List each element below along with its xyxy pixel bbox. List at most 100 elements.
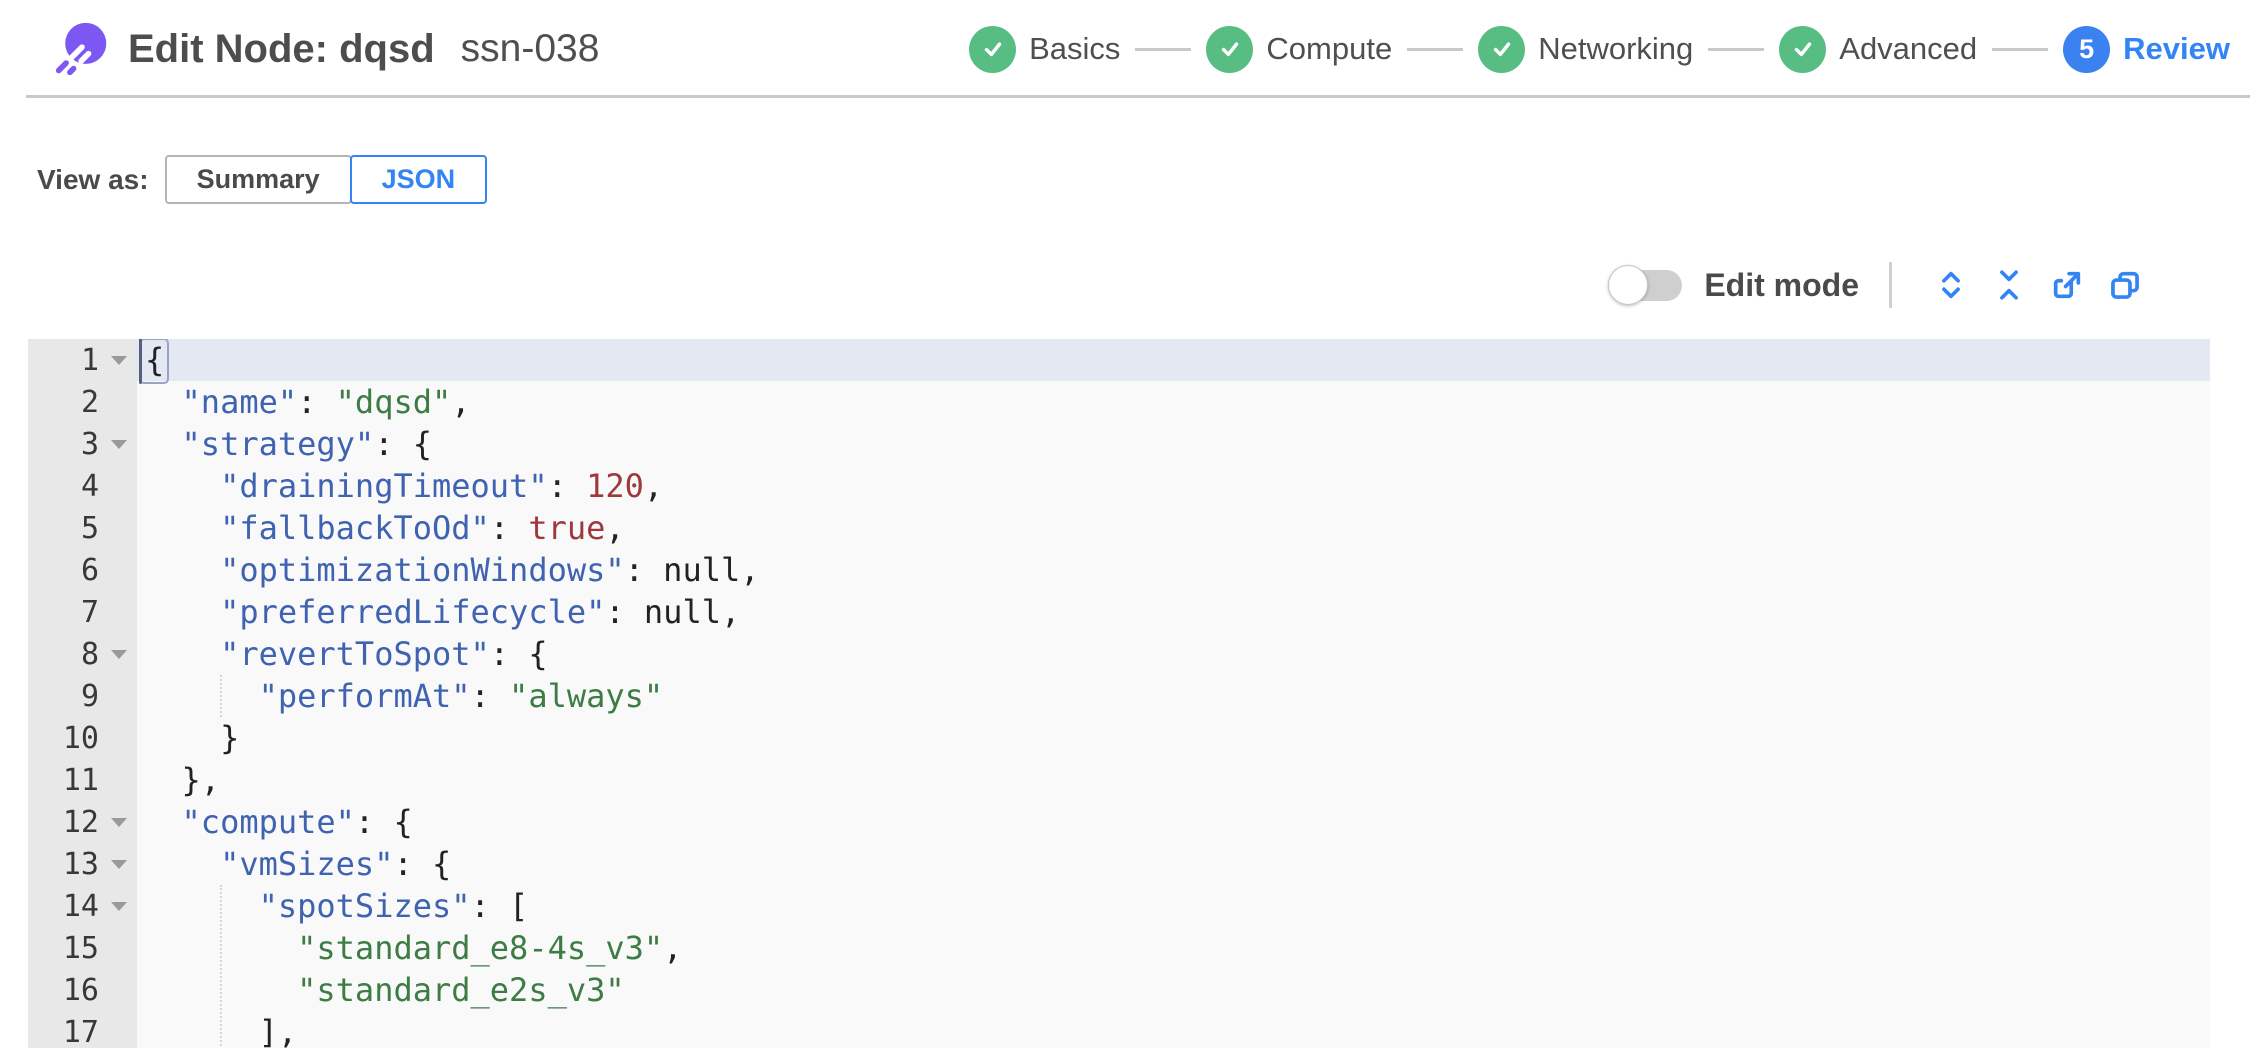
code-line[interactable]: } (137, 717, 2210, 759)
view-as-summary-button[interactable]: Summary (164, 155, 352, 204)
step-label: Compute (1266, 31, 1393, 66)
gutter-line-number: 1 (28, 339, 137, 381)
line-number: 11 (62, 762, 99, 798)
page-title: Edit Node: dqsd (128, 26, 435, 71)
edit-mode-label: Edit mode (1704, 266, 1859, 303)
copy-icon[interactable] (2103, 263, 2147, 307)
step-label: Review (2123, 31, 2230, 66)
code-token (143, 929, 297, 967)
fold-arrow-icon[interactable] (111, 440, 127, 449)
code-token: "drainingTimeout" (220, 467, 548, 505)
code-token (143, 803, 182, 841)
collapse-icon[interactable] (1987, 263, 2031, 307)
code-token: 120 (586, 467, 644, 505)
code-line[interactable]: "standard_e8-4s_v3", (137, 927, 2210, 969)
editor-code-area[interactable]: { "name": "dqsd", "strategy": { "drainin… (137, 339, 2210, 1048)
code-line[interactable]: "performAt": "always" (137, 675, 2210, 717)
code-token: : { (489, 635, 548, 673)
code-token: : (624, 551, 664, 589)
code-token: : { (393, 845, 452, 883)
fold-arrow-icon[interactable] (111, 650, 127, 659)
line-number: 16 (62, 972, 99, 1008)
code-line[interactable]: "preferredLifecycle": null, (137, 591, 2210, 633)
code-line[interactable]: "strategy": { (137, 423, 2210, 465)
code-token: : [ (470, 887, 529, 925)
code-line[interactable]: "fallbackToOd": true, (137, 507, 2210, 549)
code-line[interactable]: }, (137, 759, 2210, 801)
code-token: "dqsd" (335, 383, 452, 421)
export-icon[interactable] (2045, 263, 2089, 307)
wizard-header: Edit Node: dqsd ssn-038 Basics Compute Net… (0, 0, 2250, 98)
code-token: "performAt" (258, 677, 471, 715)
indent-guide (220, 885, 223, 1048)
edit-mode-toggle[interactable] (1608, 264, 1683, 305)
code-line[interactable]: "name": "dqsd", (137, 381, 2210, 423)
gutter-line-number: 3 (28, 423, 137, 465)
code-token: }, (143, 761, 221, 799)
code-line[interactable]: "drainingTimeout": 120, (137, 465, 2210, 507)
code-line[interactable]: ], (137, 1011, 2210, 1048)
code-token: ], (143, 1013, 298, 1048)
check-icon (1779, 25, 1827, 73)
step-basics[interactable]: Basics (969, 25, 1120, 73)
code-token (143, 509, 220, 547)
toolbar-divider (1889, 262, 1892, 308)
line-number: 15 (62, 930, 99, 966)
code-token (143, 467, 220, 505)
gutter-line-number: 4 (28, 465, 137, 507)
code-token: } (143, 719, 240, 757)
gutter-line-number: 9 (28, 675, 137, 717)
code-line[interactable]: "compute": { (137, 801, 2210, 843)
step-advanced[interactable]: Advanced (1779, 25, 1977, 73)
code-token: , (720, 593, 741, 631)
code-token: "strategy" (181, 425, 375, 463)
gutter-line-number: 16 (28, 969, 137, 1011)
fold-arrow-icon[interactable] (111, 860, 127, 869)
step-compute[interactable]: Compute (1206, 25, 1393, 73)
code-line[interactable]: { (137, 339, 2210, 384)
code-token: "fallbackToOd" (220, 509, 490, 547)
code-token: : { (374, 425, 432, 463)
code-token: : (470, 677, 510, 715)
code-line[interactable]: "spotSizes": [ (137, 885, 2210, 927)
spot-logo-icon (55, 22, 107, 76)
step-connector (1708, 47, 1765, 51)
code-token (143, 845, 220, 883)
code-token: "preferredLifecycle" (220, 593, 606, 631)
line-number: 8 (80, 636, 99, 672)
gutter-line-number: 13 (28, 843, 137, 885)
node-id: ssn-038 (460, 27, 600, 70)
check-icon (1478, 25, 1526, 73)
gutter-line-number: 14 (28, 885, 137, 927)
view-as-json-button[interactable]: JSON (349, 155, 488, 204)
line-number: 12 (62, 804, 99, 840)
code-token: "standard_e8-4s_v3" (297, 929, 664, 967)
code-token: , (451, 383, 471, 421)
gutter-line-number: 17 (28, 1011, 137, 1048)
fold-arrow-icon[interactable] (111, 902, 127, 911)
gutter-line-number: 10 (28, 717, 137, 759)
code-token (143, 635, 220, 673)
code-token: : (297, 383, 336, 421)
code-line[interactable]: "vmSizes": { (137, 843, 2210, 885)
code-token (143, 551, 220, 589)
code-line[interactable]: "standard_e2s_v3" (137, 969, 2210, 1011)
code-token: : (605, 593, 644, 631)
code-token: "vmSizes" (220, 845, 394, 883)
code-line[interactable]: "optimizationWindows": null, (137, 549, 2210, 591)
step-connector (1407, 47, 1464, 51)
fold-arrow-icon[interactable] (111, 356, 127, 365)
toggle-knob[interactable] (1608, 264, 1649, 305)
fold-arrow-icon[interactable] (111, 818, 127, 827)
code-token (143, 383, 182, 421)
code-token (143, 425, 182, 463)
expand-icon[interactable] (1929, 263, 1973, 307)
code-line[interactable]: "revertToSpot": { (137, 633, 2210, 675)
step-networking[interactable]: Networking (1478, 25, 1693, 73)
code-token: : { (354, 803, 413, 841)
